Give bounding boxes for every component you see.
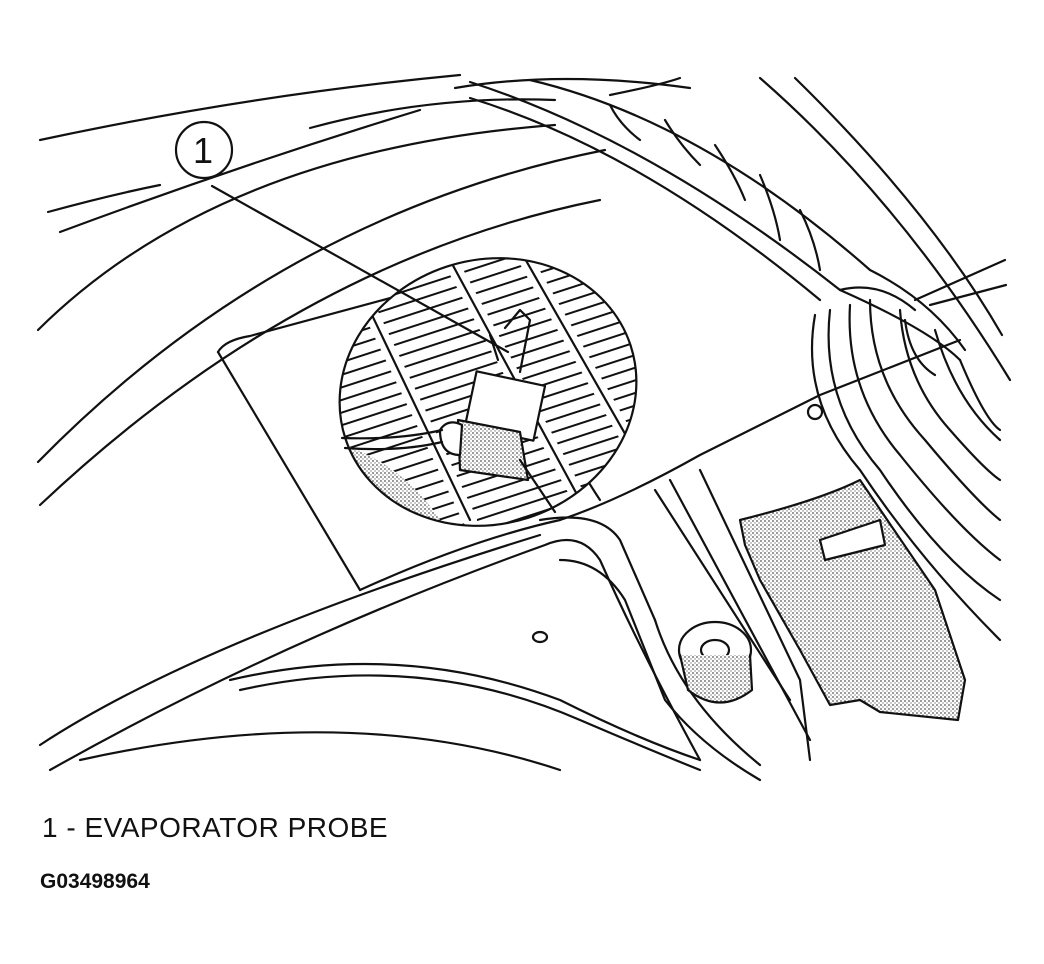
callout-1 — [174, 120, 510, 354]
wiring-harness — [468, 78, 1002, 642]
callout-leader-line — [210, 184, 510, 354]
legend-label: EVAPORATOR PROBE — [84, 812, 389, 843]
mounting-boss — [677, 403, 824, 704]
legend-item-1: 1 - EVAPORATOR PROBE — [42, 812, 388, 844]
figure-id: G03498964 — [40, 870, 150, 893]
legend-number: 1 — [42, 812, 59, 843]
control-module — [738, 478, 967, 722]
evaporator-housing — [38, 288, 962, 782]
legend-separator: - — [58, 812, 85, 843]
background-panel-lines — [36, 73, 1012, 507]
callout-1-number: 1 — [193, 130, 213, 171]
evaporator-probe-illustration: 1 — [36, 73, 1012, 782]
evaporator-probe — [340, 308, 557, 514]
